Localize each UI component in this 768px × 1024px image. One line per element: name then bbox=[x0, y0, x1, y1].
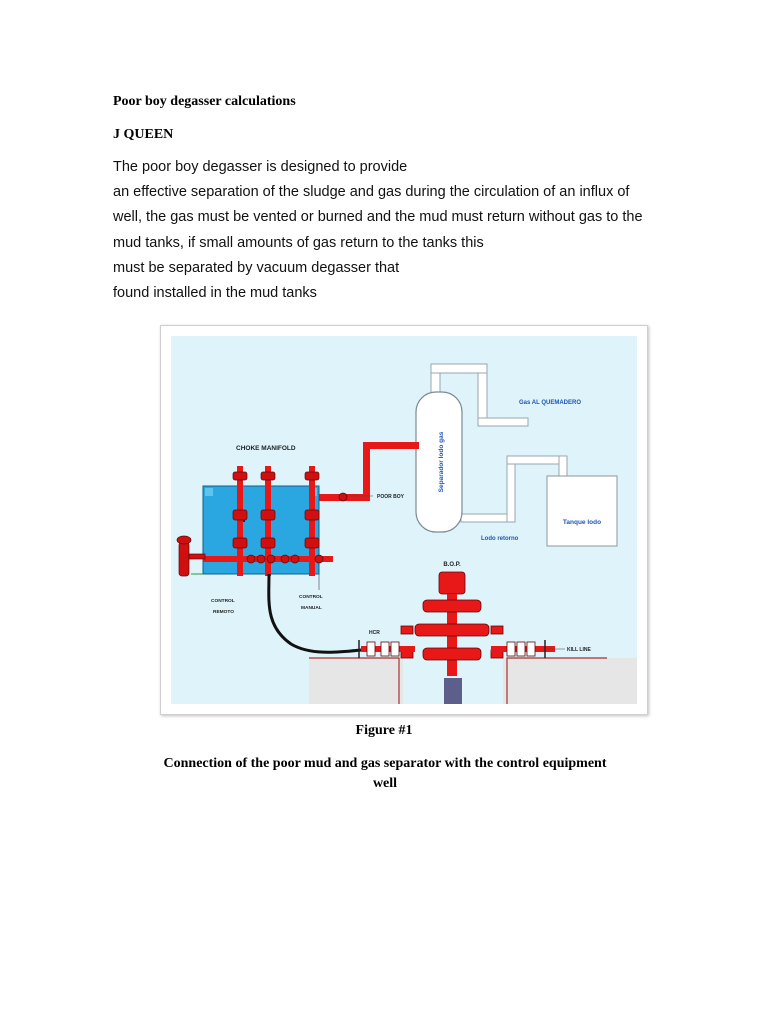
control-remote-label-1: CONTROL bbox=[211, 598, 235, 604]
control-manual-label-1: CONTROL bbox=[299, 594, 323, 600]
separator-label: Separador lodo gas bbox=[438, 431, 445, 492]
figure-number: Figure #1 bbox=[355, 723, 413, 738]
paragraph-line: an effective separation of the sludge an… bbox=[113, 184, 630, 201]
document-title: Poor boy degasser calculations bbox=[113, 94, 296, 109]
paragraph-line: The poor boy degasser is designed to pro… bbox=[113, 159, 408, 175]
figure-image: Separador lodo gas Tanque lodo bbox=[160, 325, 648, 715]
poor-boy-label: POOR BOY bbox=[377, 494, 405, 500]
caption-line: well bbox=[372, 776, 398, 791]
mud-return-label: Lodo retorno bbox=[481, 536, 519, 542]
hydraulic-hose bbox=[267, 573, 362, 654]
paragraph-line: found installed in the mud tanks bbox=[113, 285, 317, 302]
ground-block bbox=[309, 657, 637, 704]
hcr-label: HCR bbox=[369, 630, 380, 636]
control-manual-label-2: MANUAL bbox=[301, 605, 322, 611]
paragraph-line: must be separated by vacuum degasser tha… bbox=[113, 259, 400, 276]
hcr-line: HCR bbox=[358, 630, 415, 658]
kill-line-label: KILL LINE bbox=[567, 647, 591, 653]
mud-return-pipe bbox=[460, 455, 568, 523]
tank-label: Tanque lodo bbox=[563, 519, 601, 526]
choke-manifold-label: CHOKE MANIFOLD bbox=[236, 445, 296, 452]
control-remote-label-2: REMOTO bbox=[213, 609, 234, 615]
remote-control-unit bbox=[176, 535, 206, 577]
caption-line: Connection of the poor mud and gas separ… bbox=[163, 756, 607, 771]
degasser-diagram: Separador lodo gas Tanque lodo bbox=[171, 336, 637, 704]
document-author: J QUEEN bbox=[113, 127, 174, 142]
figure-caption: Connection of the poor mud and gas separ… bbox=[140, 754, 630, 794]
choke-manifold: CHOKE MANIFOLD bbox=[202, 445, 333, 576]
paragraph-line: well, the gas must be vented or burned a… bbox=[113, 209, 643, 226]
gas-flare-label: Gas AL QUEMADERO bbox=[519, 400, 581, 406]
mud-tank: Tanque lodo bbox=[546, 475, 618, 547]
gas-vent-pipe bbox=[430, 363, 529, 427]
paragraph-line: mud tanks, if small amounts of gas retur… bbox=[113, 234, 484, 251]
bop-stack: B.O.P. bbox=[400, 562, 504, 676]
body-paragraph: The poor boy degasser is designed to pro… bbox=[113, 155, 713, 306]
separator-vessel: Separador lodo gas bbox=[415, 391, 463, 533]
bop-label: B.O.P. bbox=[443, 562, 461, 568]
kill-line: KILL LINE bbox=[491, 640, 591, 658]
